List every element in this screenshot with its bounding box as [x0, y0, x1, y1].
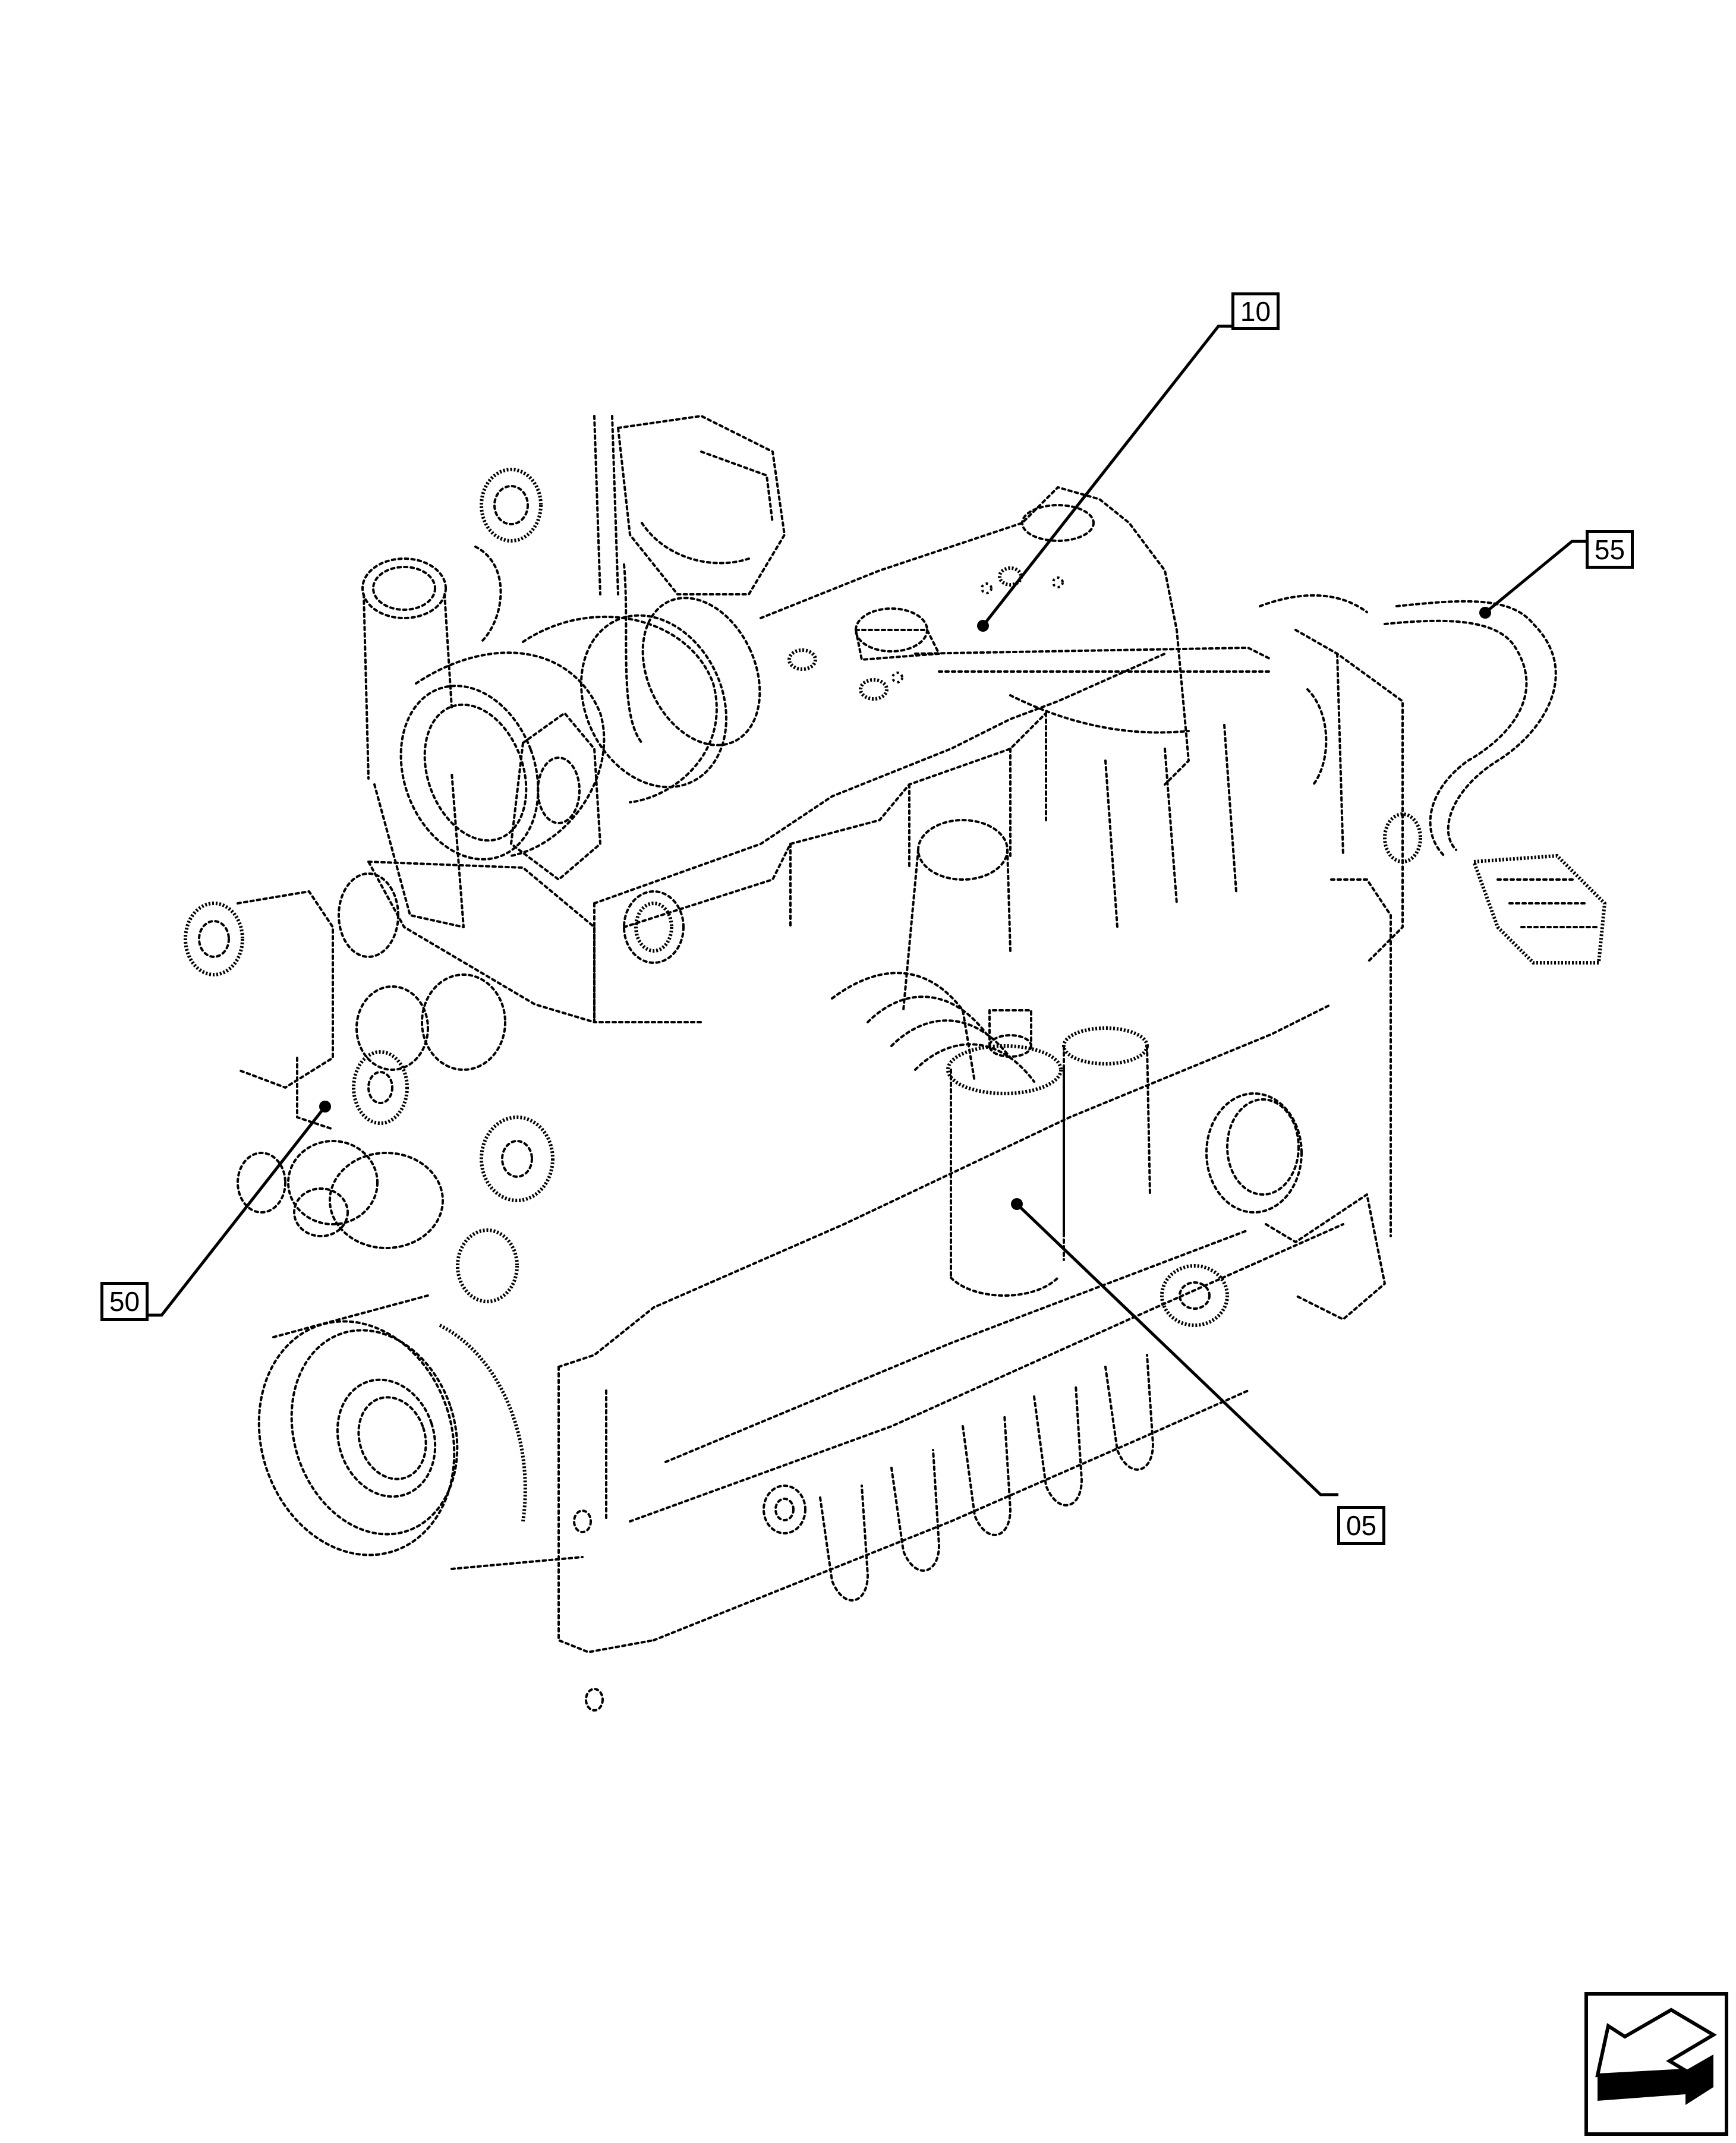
callout-label-50: 50 — [109, 1286, 140, 1317]
lift-bracket — [510, 712, 702, 1023]
leader-line-05 — [1016, 1203, 1338, 1496]
callout-label-05: 05 — [1346, 1510, 1377, 1541]
callout-50[interactable]: 50 — [100, 1282, 149, 1321]
leader-line-10 — [982, 324, 1232, 627]
callout-55[interactable]: 55 — [1586, 530, 1634, 569]
callout-leaders — [148, 324, 1587, 1496]
previous-view-button[interactable] — [1584, 1992, 1728, 2136]
leader-dot-05 — [1011, 1198, 1023, 1210]
callout-05[interactable]: 05 — [1337, 1506, 1385, 1545]
leader-dot-55 — [1479, 607, 1491, 619]
leader-line-55 — [1484, 540, 1587, 614]
leader-line-50 — [148, 1105, 326, 1317]
previous-view-arrow-icon — [1584, 1992, 1728, 2136]
front-accessories — [184, 861, 596, 1303]
egr-actuator — [480, 415, 786, 744]
intake-manifold — [831, 647, 1273, 1083]
engine-block — [557, 878, 1392, 1712]
wiring-harness — [1259, 594, 1607, 965]
callout-label-10: 10 — [1240, 295, 1271, 327]
callout-10[interactable]: 10 — [1231, 292, 1280, 330]
turbocharger — [361, 546, 761, 928]
crankshaft-pulley — [257, 1294, 584, 1570]
leader-dot-50 — [319, 1101, 331, 1113]
valve-cover — [593, 486, 1190, 928]
callout-label-55: 55 — [1594, 534, 1625, 565]
leader-dot-10 — [977, 620, 989, 632]
fuel-filter — [946, 1009, 1151, 1297]
